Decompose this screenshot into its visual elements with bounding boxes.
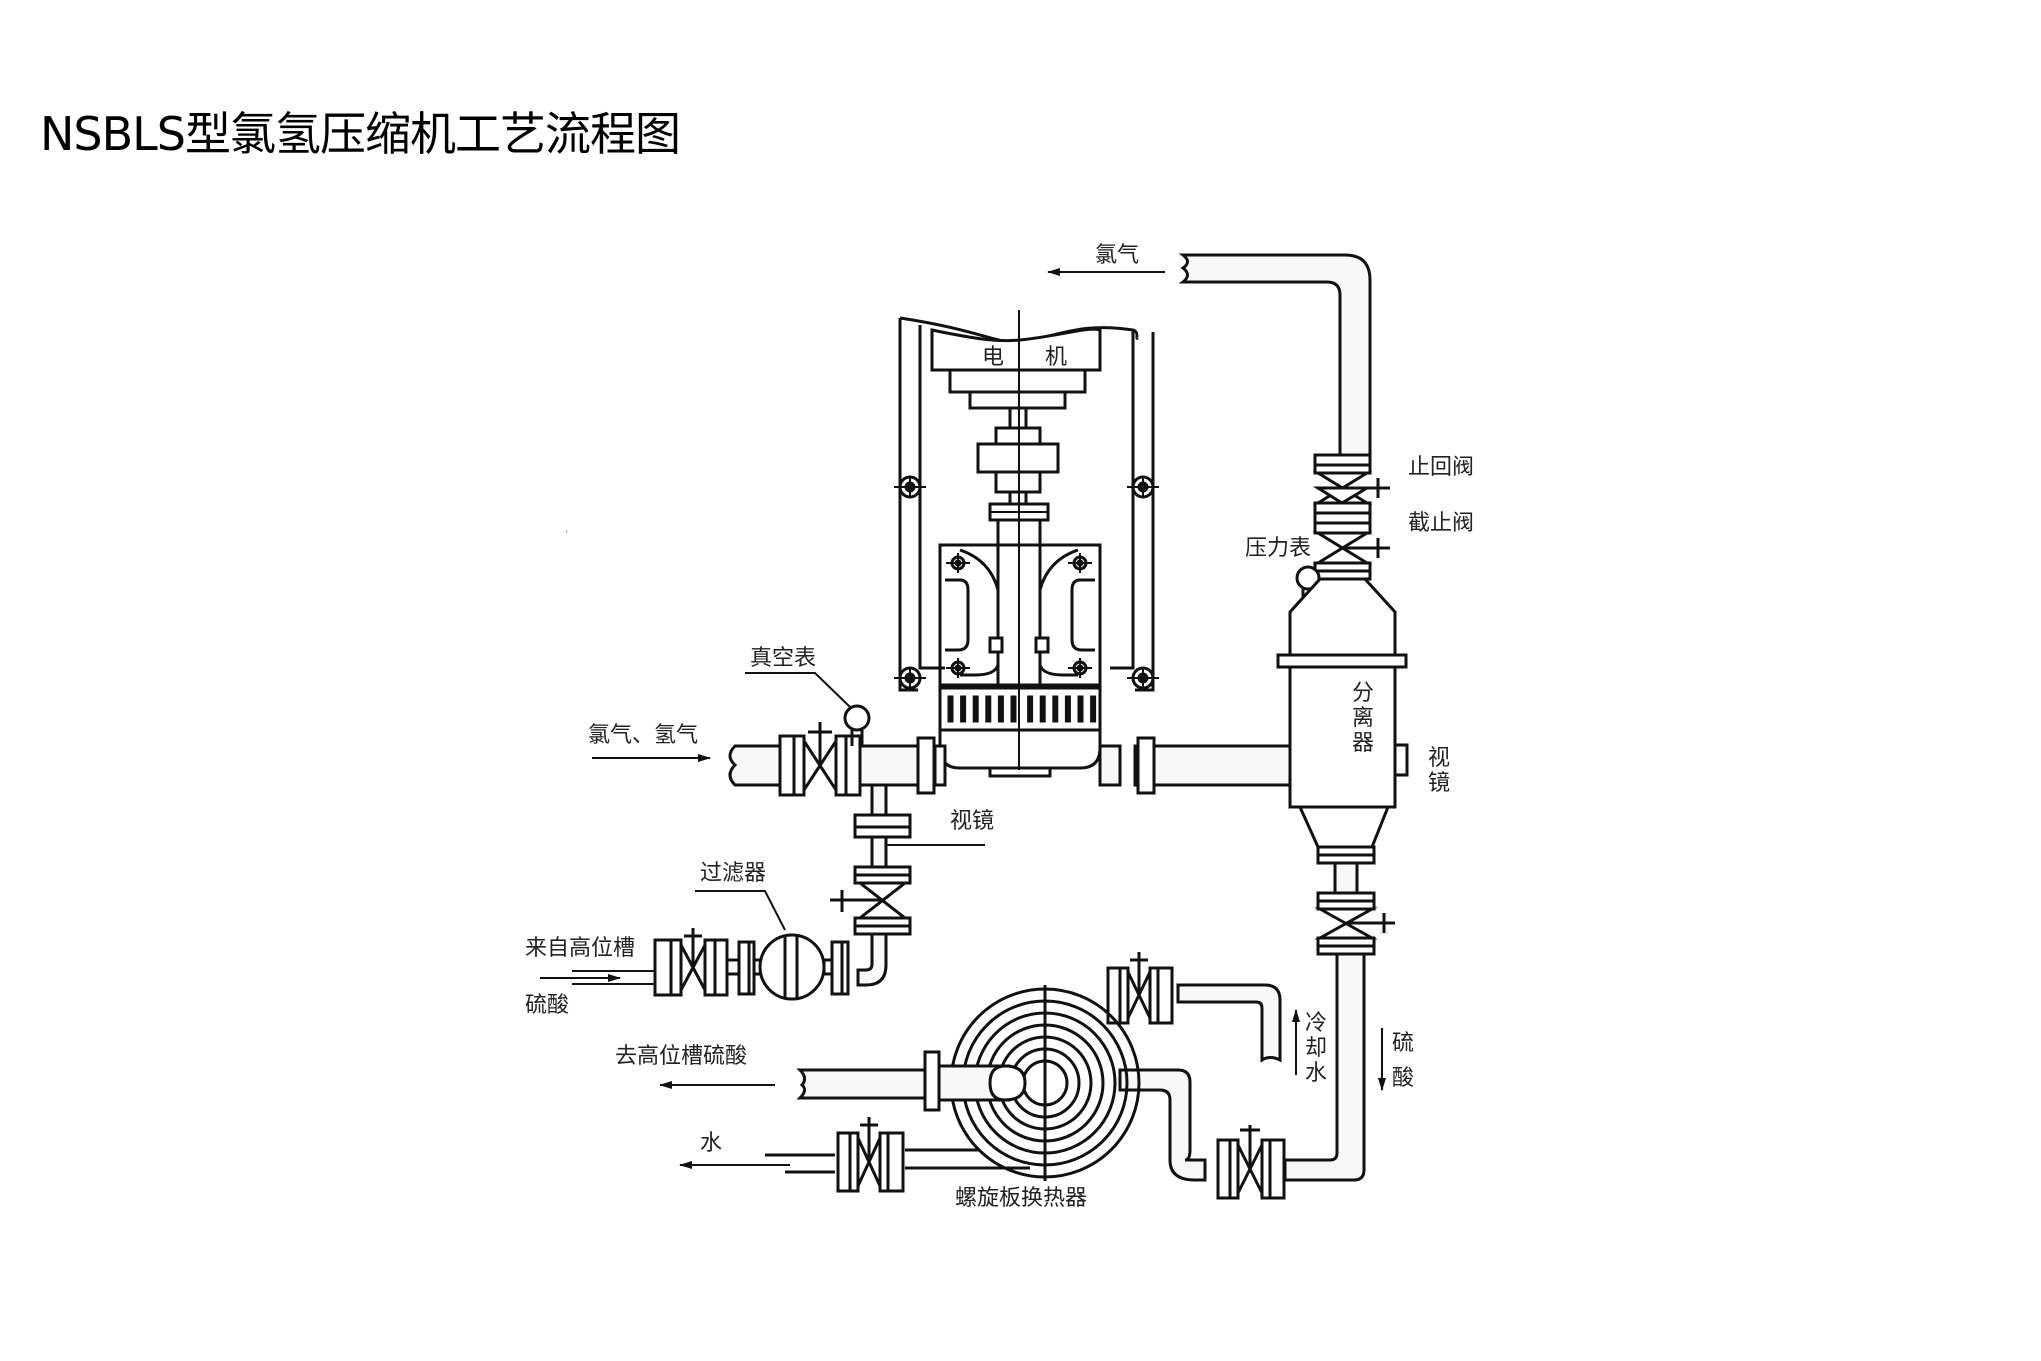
- filter-label: 过滤器: [700, 861, 766, 886]
- bolt-icon: [1068, 553, 1092, 573]
- water-outlet-valve[interactable]: [836, 1117, 905, 1193]
- separator: [1276, 577, 1409, 895]
- grille-slot: [1010, 695, 1017, 723]
- water-outlet-pipe: [765, 1148, 1030, 1174]
- grille-slot: [1077, 695, 1084, 723]
- bolt-icon: [946, 658, 970, 678]
- page-title: NSBLS型氯氢压缩机工艺流程图: [40, 107, 681, 161]
- bolt-icon: [1068, 658, 1092, 678]
- grille-slot: [960, 695, 967, 723]
- vacuum-gauge-label: 真空表: [750, 646, 816, 671]
- grille-slot: [1064, 695, 1071, 723]
- acid-branch-valve[interactable]: [830, 865, 912, 936]
- acid-down-label-2: 酸: [1392, 1066, 1414, 1091]
- separator-sight-glass-label-1: 视: [1428, 746, 1450, 771]
- acid-in-label: 硫酸: [525, 993, 569, 1018]
- stop-valve[interactable]: [1312, 486, 1390, 581]
- motor: [930, 327, 1102, 410]
- cooling-water-label-1: 冷: [1305, 1011, 1327, 1036]
- bolt-icon: [1127, 666, 1159, 690]
- motor-label-right: 机: [1045, 345, 1067, 370]
- to-tank-label: 去高位槽硫酸: [615, 1044, 747, 1069]
- inlet-valve[interactable]: [778, 722, 862, 797]
- gas-inlet-label: 氯气、氢气: [588, 723, 698, 748]
- acid-feed-branch: [853, 783, 985, 987]
- pressure-gauge-label: 压力表: [1245, 536, 1311, 561]
- grille-slot: [972, 695, 979, 723]
- acid-return-valve[interactable]: [1216, 1125, 1286, 1200]
- grille-slot: [1039, 695, 1046, 723]
- sight-glass-inlet-label: 视镜: [950, 809, 994, 834]
- water-label: 水: [700, 1131, 722, 1156]
- compressor-outlet-flange: [1136, 736, 1156, 795]
- separator-label-1: 分: [1352, 681, 1374, 706]
- cooling-water-label-2: 却: [1305, 1036, 1327, 1061]
- compressor-inlet-flange: [916, 736, 936, 795]
- separator-outlet-valve[interactable]: [1314, 891, 1395, 956]
- chlorine-outlet-pipe: [1178, 253, 1372, 457]
- grille-slot: [1027, 695, 1034, 723]
- mount-bolt-icons: [894, 475, 1159, 690]
- filter[interactable]: [695, 890, 850, 1001]
- chlorine-out-label: 氯气: [1095, 243, 1139, 268]
- separator-label-3: 器: [1352, 731, 1374, 756]
- stray-mark: ·: [565, 527, 568, 538]
- grille-slot: [1090, 695, 1097, 723]
- acid-down-label-1: 硫: [1392, 1031, 1414, 1056]
- grille-slot: [997, 695, 1004, 723]
- vacuum-gauge: [745, 672, 871, 746]
- cooling-water-pipe: [1176, 983, 1282, 1063]
- bolt-icon: [894, 666, 926, 690]
- acid-inlet-valve[interactable]: [653, 928, 764, 997]
- bolt-icon: [894, 475, 926, 499]
- check-valve-label: 止回阀: [1408, 455, 1474, 480]
- motor-label-left: 电: [982, 345, 1004, 370]
- grille-slot: [1052, 695, 1059, 723]
- bolt-icon: [1127, 475, 1159, 499]
- cooling-water-label-3: 水: [1305, 1061, 1327, 1086]
- separator-label-2: 离: [1352, 706, 1374, 731]
- grille-slot: [947, 695, 954, 723]
- bolt-icon: [946, 553, 970, 573]
- heat-exchanger-label: 螺旋板换热器: [955, 1186, 1087, 1211]
- cooling-water-valve[interactable]: [1106, 952, 1174, 1025]
- acid-outlet-pipe: [796, 1050, 1027, 1112]
- grille-slot: [985, 695, 992, 723]
- stop-valve-label: 截止阀: [1408, 511, 1474, 536]
- compressor-grille: [947, 695, 1097, 723]
- separator-sight-glass-label-2: 镜: [1428, 771, 1450, 796]
- from-tank-label: 来自高位槽: [525, 936, 635, 961]
